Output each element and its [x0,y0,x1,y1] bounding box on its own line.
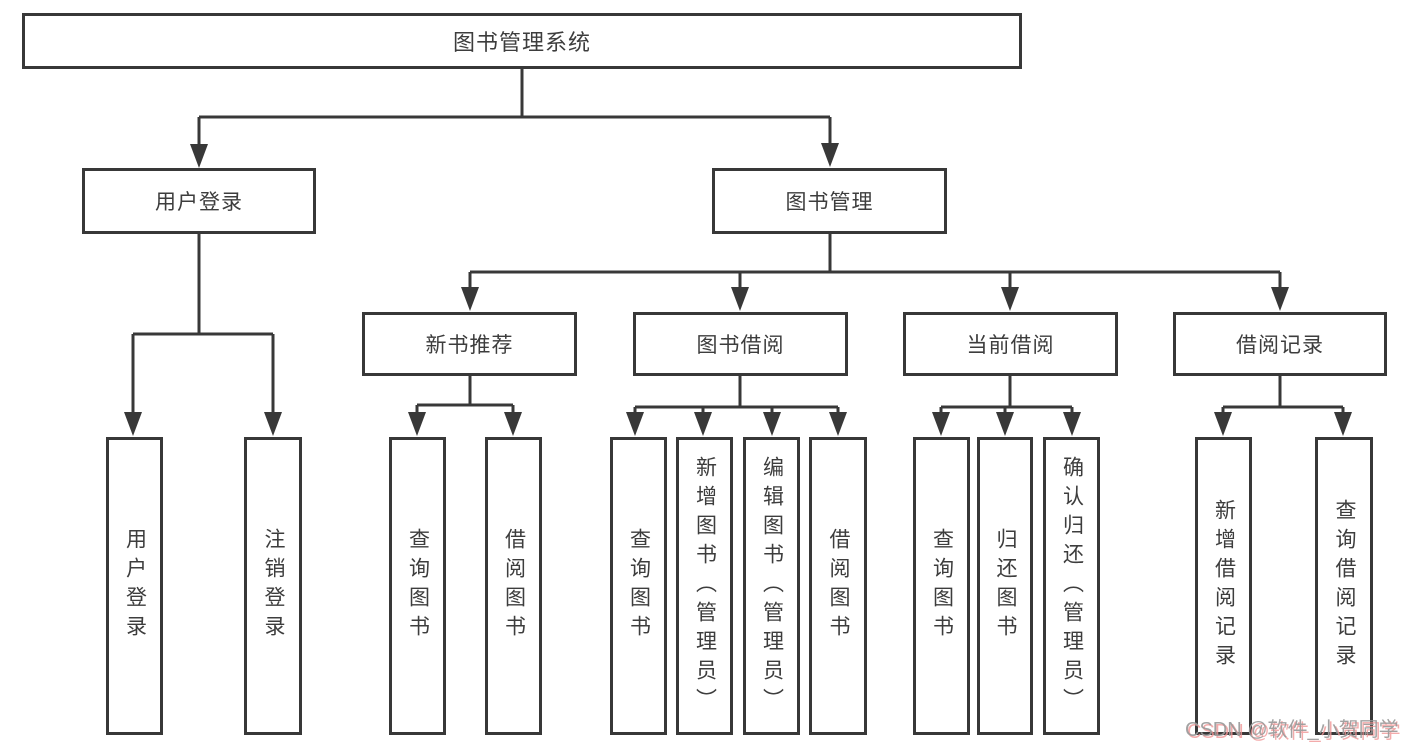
leaf-query-books-borrow: 查询图书 [610,437,667,735]
node-label: 注销登录 [262,528,285,644]
node-label: 新增图书（管理员） [693,455,717,717]
connector-bookborrow-children [633,376,840,415]
node-current-borrow: 当前借阅 [903,312,1118,376]
leaf-query-books-current: 查询图书 [913,437,970,735]
leaf-user-login: 用户登录 [106,437,163,735]
connector-borrowrecord-children [1221,376,1345,415]
node-user-login: 用户登录 [82,168,316,234]
leaf-confirm-return-admin: 确认归还（管理员） [1043,437,1100,735]
connector-userlogin-children [131,232,275,415]
node-system-root: 图书管理系统 [22,13,1022,69]
leaf-add-borrow-record: 新增借阅记录 [1195,437,1252,735]
connector-bookmgmt-to-level3 [468,234,1282,290]
node-label: 查询借阅记录 [1333,499,1356,673]
connector-root-to-level2 [197,69,832,146]
node-label: 归还图书 [994,528,1017,644]
node-label: 借阅图书 [827,528,850,644]
leaf-borrow-books-recommend: 借阅图书 [485,437,542,735]
leaf-borrow-books: 借阅图书 [809,437,867,735]
leaf-logout: 注销登录 [244,437,302,735]
leaf-query-borrow-record: 查询借阅记录 [1315,437,1373,735]
node-label: 借阅图书 [502,528,526,644]
node-label: 用户登录 [123,528,147,644]
node-book-management: 图书管理 [712,168,947,234]
node-new-book-recommend: 新书推荐 [362,312,577,376]
node-label: 图书管理系统 [452,30,591,55]
leaf-edit-books-admin: 编辑图书（管理员） [743,437,800,735]
node-label: 新书推荐 [425,334,514,357]
node-borrow-records: 借阅记录 [1173,312,1387,376]
node-label: 图书借阅 [696,334,785,357]
leaf-return-books: 归还图书 [977,437,1033,735]
node-label: 查询图书 [930,528,954,644]
leaf-add-books-admin: 新增图书（管理员） [676,437,733,735]
node-label: 查询图书 [406,528,430,644]
node-label: 编辑图书（管理员） [760,455,784,717]
arrowheads [124,143,1352,436]
node-book-borrow: 图书借阅 [633,312,848,376]
node-label: 查询图书 [627,528,651,644]
csdn-watermark: CSDN @软件_小贺同学 [1185,719,1399,741]
node-label: 确认归还（管理员） [1060,455,1084,717]
node-label: 当前借阅 [966,334,1055,357]
connector-newbook-children [415,376,515,415]
leaf-query-books-recommend: 查询图书 [389,437,446,735]
node-label: 图书管理 [785,191,874,214]
connector-currentborrow-children [939,376,1074,415]
node-label: 用户登录 [155,191,243,214]
node-label: 借阅记录 [1236,334,1324,357]
node-label: 新增借阅记录 [1212,499,1236,673]
